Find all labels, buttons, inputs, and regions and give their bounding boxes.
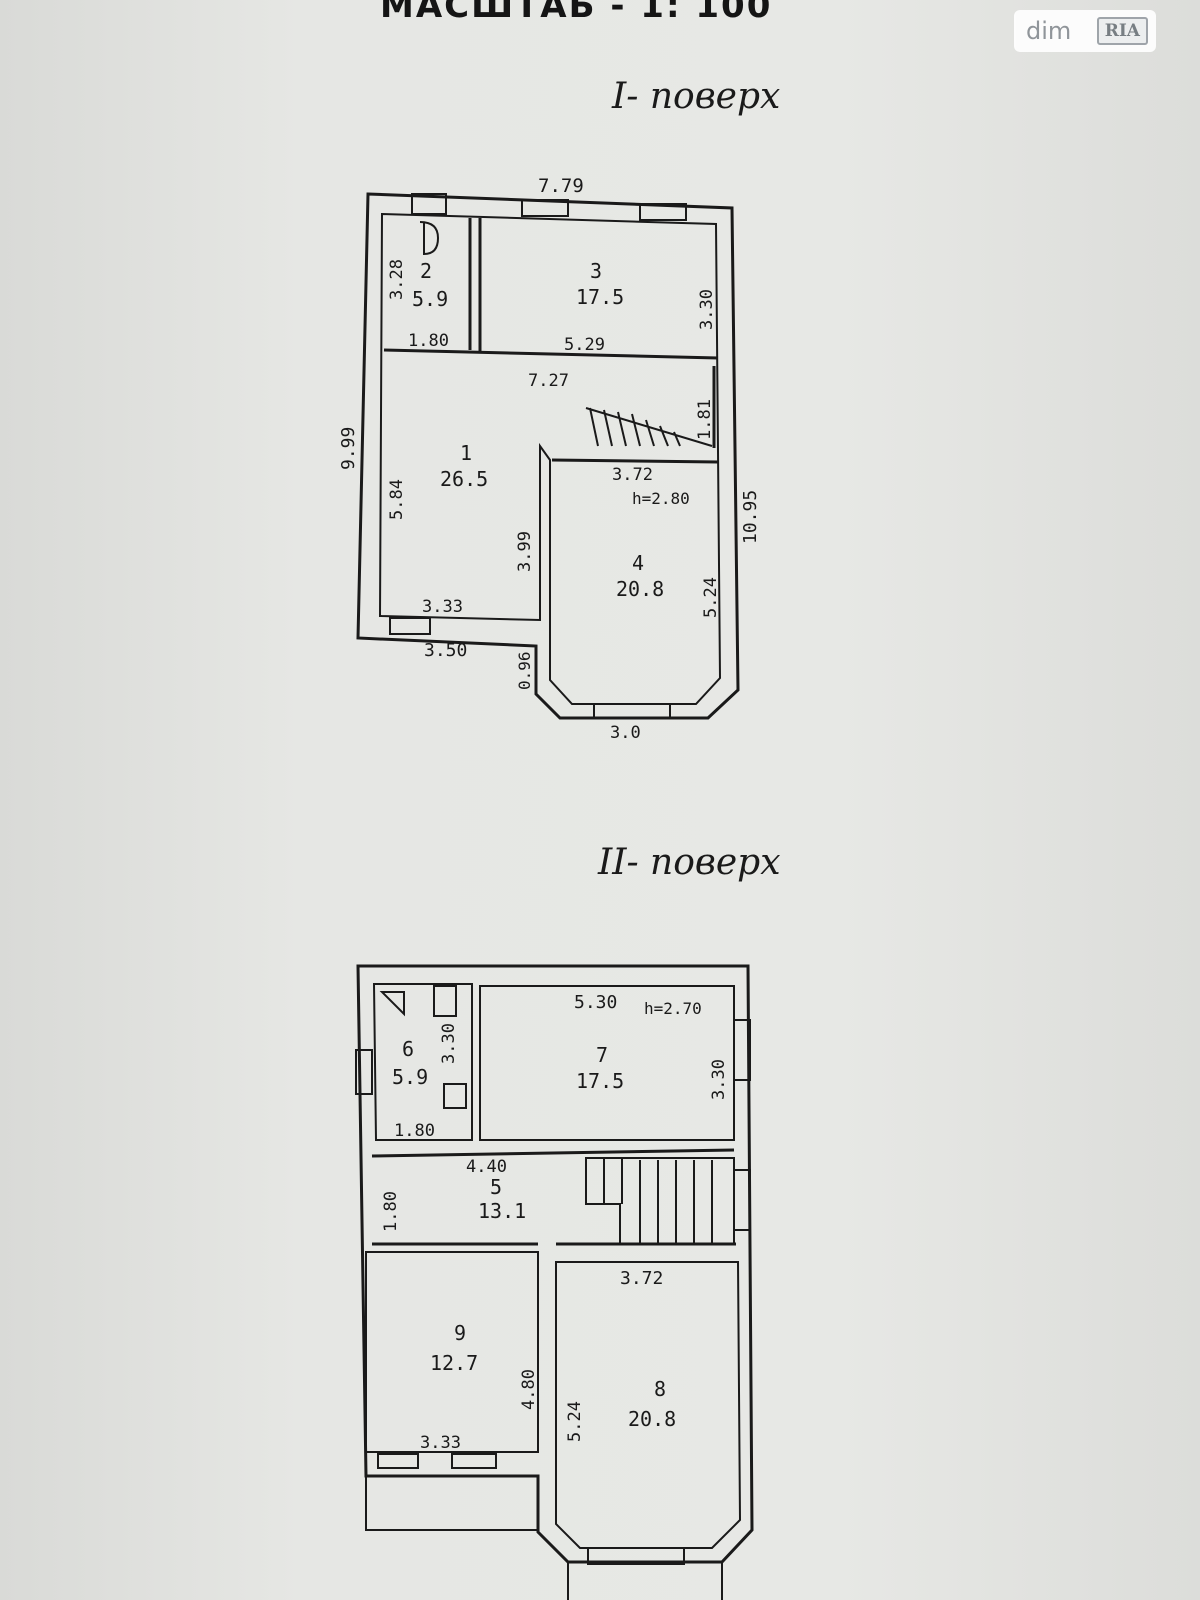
dim-3-72: 3.72 [612, 465, 653, 485]
dim-5-30: 5.30 [574, 992, 617, 1013]
dim-7-27: 7.27 [528, 371, 569, 391]
room-4-number: 4 [632, 551, 644, 575]
dim-3-30-bath: 3.30 [439, 1023, 459, 1064]
room-1-area: 26.5 [440, 467, 488, 491]
room-5-area: 13.1 [478, 1199, 526, 1223]
floor-2-walls [355, 964, 754, 1600]
floor-1-walls [356, 192, 740, 720]
dim-5-29: 5.29 [564, 335, 605, 355]
ceiling-height-1: h=2.80 [632, 489, 690, 508]
ria-logo-icon: RIA [1096, 17, 1148, 45]
room-2-number: 2 [420, 259, 432, 283]
room-6-number: 6 [402, 1037, 414, 1061]
room-5-number: 5 [490, 1175, 502, 1199]
room-8-area: 20.8 [628, 1407, 676, 1431]
dim-3-50: 3.50 [424, 640, 467, 661]
room-6-area: 5.9 [392, 1065, 428, 1089]
dim-3-0: 3.0 [610, 723, 641, 743]
dim-4-40: 4.40 [466, 1157, 507, 1177]
floor-1-labels: 2 5.9 3 17.5 1 26.5 4 20.8 7.79 3.28 3.3… [338, 175, 761, 743]
dim-9-99: 9.99 [338, 427, 359, 470]
ceiling-height-2: h=2.70 [644, 999, 702, 1018]
dim-3-33-bottom: 3.33 [420, 1433, 461, 1453]
scale-title: МАСШТАБ - 1: 100 [380, 0, 773, 26]
floor-2-title: II- поверх [598, 842, 781, 883]
dim-1-80: 1.80 [408, 331, 449, 351]
room-3-area: 17.5 [576, 285, 624, 309]
dim-3-99: 3.99 [515, 531, 535, 572]
room-9-number: 9 [454, 1321, 466, 1345]
room-7-area: 17.5 [576, 1069, 624, 1093]
room-8-number: 8 [654, 1377, 666, 1401]
room-1-number: 1 [460, 441, 472, 465]
dim-7-79: 7.79 [538, 175, 584, 197]
floor-2-labels: 6 5.9 7 17.5 5 13.1 9 12.7 8 20.8 5.30 h… [381, 992, 729, 1453]
dim-3-28: 3.28 [387, 259, 407, 300]
room-7-number: 7 [596, 1043, 608, 1067]
dim-1-81: 1.81 [695, 399, 715, 440]
dimria-watermark: dim RIA [1014, 10, 1156, 52]
dim-5-24-left: 5.24 [565, 1401, 585, 1442]
dim-5-24: 5.24 [701, 577, 721, 618]
dim-4-80: 4.80 [519, 1369, 539, 1410]
dim-3-33: 3.33 [422, 597, 463, 617]
room-4-area: 20.8 [616, 577, 664, 601]
room-3-number: 3 [590, 259, 602, 283]
dim-5-84: 5.84 [387, 479, 407, 520]
dim-0-96: 0.96 [515, 651, 534, 690]
dim-1-80-bath: 1.80 [394, 1121, 435, 1141]
dim-3-72-top: 3.72 [620, 1268, 663, 1289]
room-9-area: 12.7 [430, 1351, 478, 1375]
dim-1-80-hall: 1.80 [381, 1191, 401, 1232]
watermark-brand: dim [1026, 17, 1072, 45]
floor-1-title: I- поверх [612, 76, 781, 117]
dim-3-30-right: 3.30 [709, 1059, 729, 1100]
dim-10-95: 10.95 [740, 490, 761, 544]
dim-3-30: 3.30 [697, 289, 717, 330]
room-2-area: 5.9 [412, 287, 448, 311]
